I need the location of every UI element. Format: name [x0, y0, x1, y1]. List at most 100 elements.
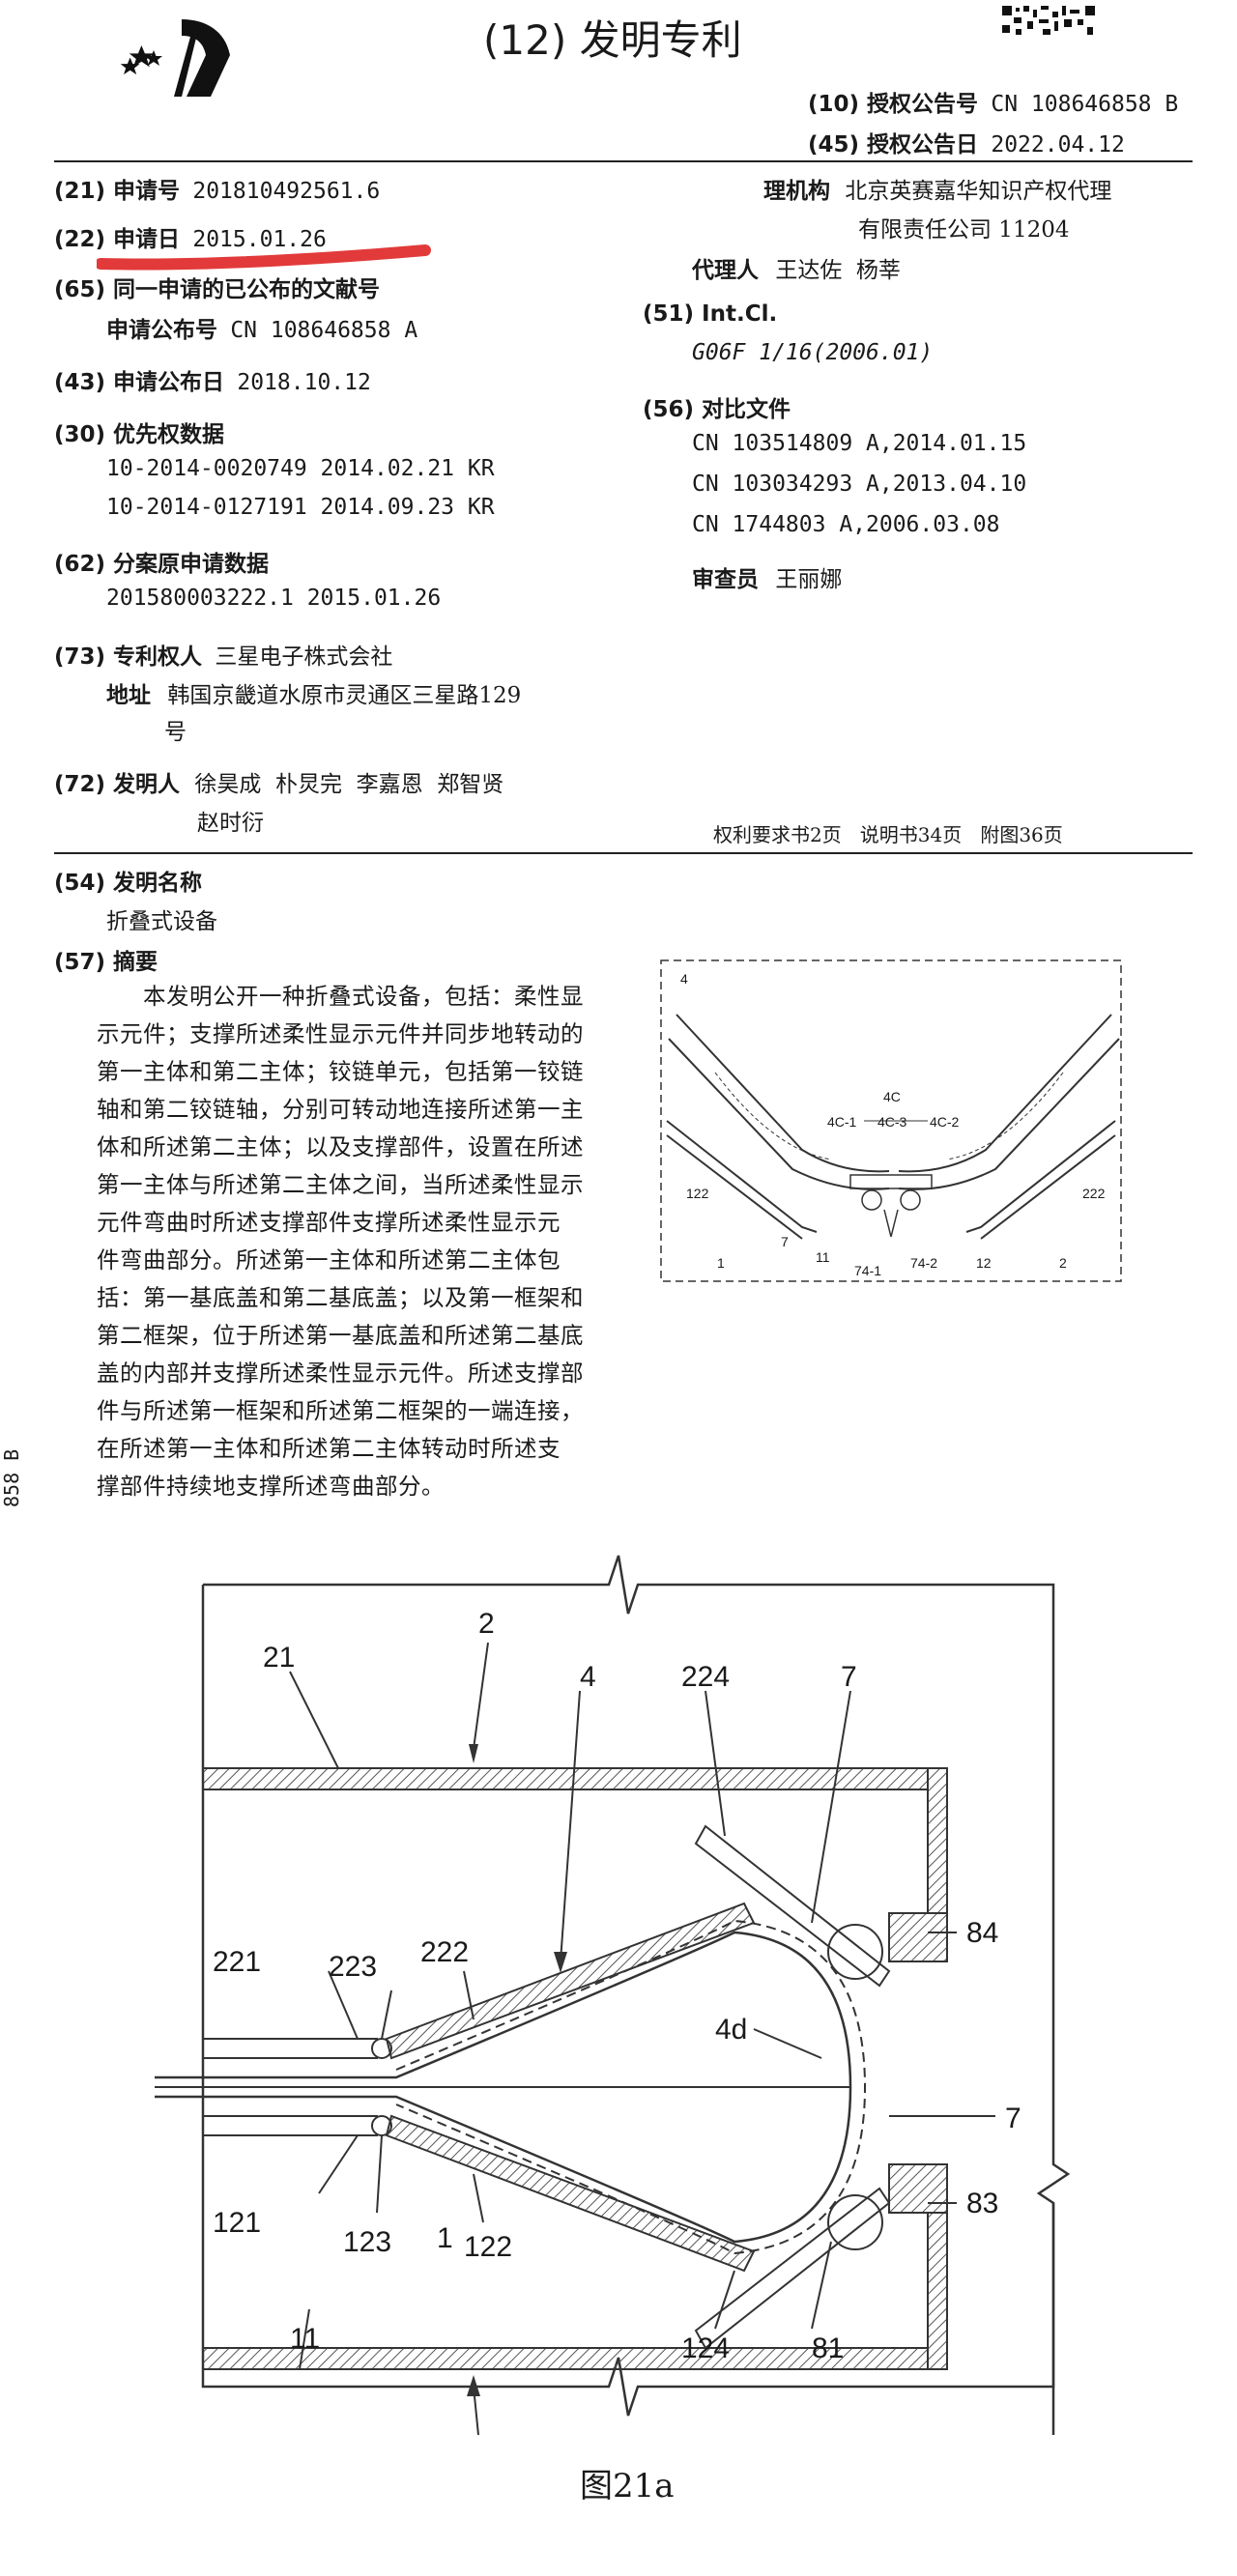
invention-name: (54) 发明名称 — [54, 864, 202, 897]
application-number-label: (21) 申请号 — [54, 179, 181, 204]
priority-entry-1: 10-2014-0020749 2014.02.21 KR — [106, 456, 495, 481]
agency-line-2: 有限责任公司 11204 — [858, 217, 1070, 243]
abstract-line: 盖的内部并支撑所述柔性显示元件。所述支撑部 — [97, 1360, 584, 1387]
abstract-line: 第二框架，位于所述第一基底盖和所述第二基底 — [97, 1322, 584, 1349]
small-fig-label-74-1: 74-1 — [854, 1263, 881, 1278]
fig-label-222: 222 — [420, 1936, 469, 1968]
small-fig-label-4c2: 4C-2 — [930, 1114, 960, 1130]
small-fig-label-4c1: 4C-1 — [827, 1114, 857, 1130]
fig-label-83: 83 — [966, 2188, 998, 2219]
agency-label: 理机构 — [763, 179, 830, 204]
application-number-value: 201810492561.6 — [192, 179, 381, 204]
fig-label-122: 122 — [464, 2231, 512, 2263]
priority-entry-2: 10-2014-0127191 2014.09.23 KR — [106, 495, 495, 520]
agency-line-1: 北京英赛嘉华知识产权代理 — [845, 179, 1112, 204]
fig-label-121: 121 — [213, 2207, 261, 2239]
fig-label-1-outer: 1 — [437, 2222, 453, 2254]
inventors: (72) 发明人 徐昊成 朴炅完 李嘉恩 郑智贤 — [54, 765, 503, 798]
grant-date-label: (45) 授权公告日 — [808, 132, 979, 157]
figure-21a: 2 21 4 224 7 221 223 222 4d 84 7 121 123… — [155, 1536, 1102, 2576]
examiner: 审查员 王丽娜 — [692, 560, 842, 593]
grant-date: (45) 授权公告日 2022.04.12 — [808, 126, 1125, 158]
small-fig-label-12: 12 — [976, 1255, 992, 1271]
grant-number: (10) 授权公告号 CN 108646858 B — [808, 85, 1178, 118]
side-document-mark: 858 B — [0, 1448, 23, 1507]
priority-data-label: (30) 优先权数据 — [54, 422, 225, 447]
address-line-2: 号 — [164, 720, 187, 745]
bibliography-rule — [54, 852, 1193, 854]
red-highlight-stroke — [95, 237, 435, 275]
small-fig-label-4c3: 4C-3 — [877, 1114, 907, 1130]
abstract-line: 本发明公开一种折叠式设备，包括：柔性显 — [97, 983, 584, 1010]
application-date-label: (22) 申请日 — [54, 227, 181, 252]
grant-number-value: CN 108646858 B — [991, 92, 1179, 117]
abstract-line: 体和所述第二主体；以及支撑部件，设置在所述 — [97, 1133, 584, 1160]
publication-date: (43) 申请公布日 2018.10.12 — [54, 363, 371, 396]
qr-code-icon — [1000, 4, 1097, 37]
small-fig-label-122: 122 — [686, 1186, 709, 1201]
fig-label-7-mid: 7 — [1005, 2103, 1021, 2134]
same-application-ref: (65) 同一申请的已公布的文献号 — [54, 271, 380, 303]
inventors-line-2: 赵时衍 — [197, 811, 264, 836]
fig-label-84: 84 — [966, 1917, 998, 1949]
small-fig-label-11: 11 — [816, 1249, 830, 1265]
figure-caption: 图21a — [580, 2467, 675, 2505]
document-type-title: (12) 发明专利 — [483, 16, 742, 64]
abstract-line: 第一主体与所述第二主体之间，当所述柔性显示 — [97, 1171, 584, 1198]
grant-date-value: 2022.04.12 — [991, 132, 1125, 157]
agent-value: 王达佐 杨莘 — [775, 258, 901, 283]
division-data: (62) 分案原申请数据 — [54, 545, 269, 578]
fig-label-7-top: 7 — [841, 1661, 857, 1693]
fig-label-21: 21 — [263, 1642, 295, 1674]
invention-name-label: (54) 发明名称 — [54, 871, 203, 896]
small-fig-label-74-2: 74-2 — [910, 1255, 937, 1271]
patentee-label: (73) 专利权人 — [54, 644, 203, 670]
abstract-body: 本发明公开一种折叠式设备，包括：柔性显 示元件；支撑所述柔性显示元件并同步地转动… — [97, 978, 638, 1505]
fig-label-221: 221 — [213, 1946, 261, 1978]
abstract-line: 第一主体和第二主体；铰链单元，包括第一铰链 — [97, 1058, 584, 1085]
reference-1: CN 103514809 A,2014.01.15 — [692, 431, 1027, 456]
small-fig-label-2: 2 — [1059, 1255, 1067, 1271]
reference-2: CN 103034293 A,2013.04.10 — [692, 472, 1027, 497]
fig-label-224: 224 — [681, 1661, 730, 1693]
int-cl-label: (51) Int.Cl. — [643, 301, 778, 327]
small-fig-label-222: 222 — [1082, 1186, 1106, 1201]
division-value: 201580003222.1 2015.01.26 — [106, 586, 442, 611]
fig-label-223: 223 — [329, 1951, 377, 1983]
publication-date-label: (43) 申请公布日 — [54, 370, 225, 395]
reference-3: CN 1744803 A,2006.03.08 — [692, 512, 1000, 537]
address-line-1: 韩国京畿道水原市灵通区三星路129 — [167, 683, 522, 708]
abstract-line: 元件弯曲时所述支撑部件支撑所述柔性显示元 — [97, 1209, 561, 1236]
abstract-line: 括：第一基底盖和第二基底盖；以及第一框架和 — [97, 1284, 584, 1311]
application-date-value: 2015.01.26 — [192, 227, 327, 252]
invention-name-value: 折叠式设备 — [106, 909, 217, 934]
header-rule — [54, 160, 1193, 162]
abstract-line: 轴和第二铰链轴，分别可转动地连接所述第一主 — [97, 1096, 584, 1123]
fig-label-123: 123 — [343, 2226, 391, 2258]
agency: 理机构 北京英赛嘉华知识产权代理 — [763, 172, 1111, 205]
same-application-ref-label: (65) 同一申请的已公布的文献号 — [54, 277, 381, 302]
abstract-heading: (57) 摘要 — [54, 943, 158, 976]
patentee-value: 三星电子株式会社 — [215, 644, 393, 670]
publication-date-value: 2018.10.12 — [237, 370, 371, 395]
address-label: 地址 — [106, 683, 151, 708]
priority-data: (30) 优先权数据 — [54, 415, 224, 448]
int-cl-value: G06F 1/16(2006.01) — [692, 340, 934, 365]
application-date: (22) 申请日 2015.01.26 — [54, 220, 327, 253]
inventors-line-1: 徐昊成 朴炅完 李嘉恩 郑智贤 — [194, 772, 504, 797]
abstract-line: 件与所述第一框架和所述第二框架的一端连接， — [97, 1397, 584, 1424]
publication-number: 申请公布号 CN 108646858 A — [106, 311, 417, 344]
cited-references-label: (56) 对比文件 — [643, 397, 791, 422]
fig-label-81: 81 — [812, 2333, 844, 2364]
abstract-line: 示元件；支撑所述柔性显示元件并同步地转动的 — [97, 1020, 584, 1047]
application-number: (21) 申请号 201810492561.6 — [54, 172, 380, 205]
cited-references: (56) 对比文件 — [643, 390, 791, 423]
patentee: (73) 专利权人 三星电子株式会社 — [54, 638, 392, 671]
abstract-line: 件弯曲部分。所述第一主体和所述第二主体包 — [97, 1246, 561, 1274]
examiner-value: 王丽娜 — [775, 567, 843, 592]
abstract-line: 撑部件持续地支撑所述弯曲部分。 — [97, 1473, 445, 1500]
small-fig-label-1: 1 — [717, 1255, 725, 1271]
fig-label-124: 124 — [681, 2333, 730, 2364]
examiner-label: 审查员 — [692, 567, 759, 592]
abstract-label: (57) 摘要 — [54, 950, 158, 975]
